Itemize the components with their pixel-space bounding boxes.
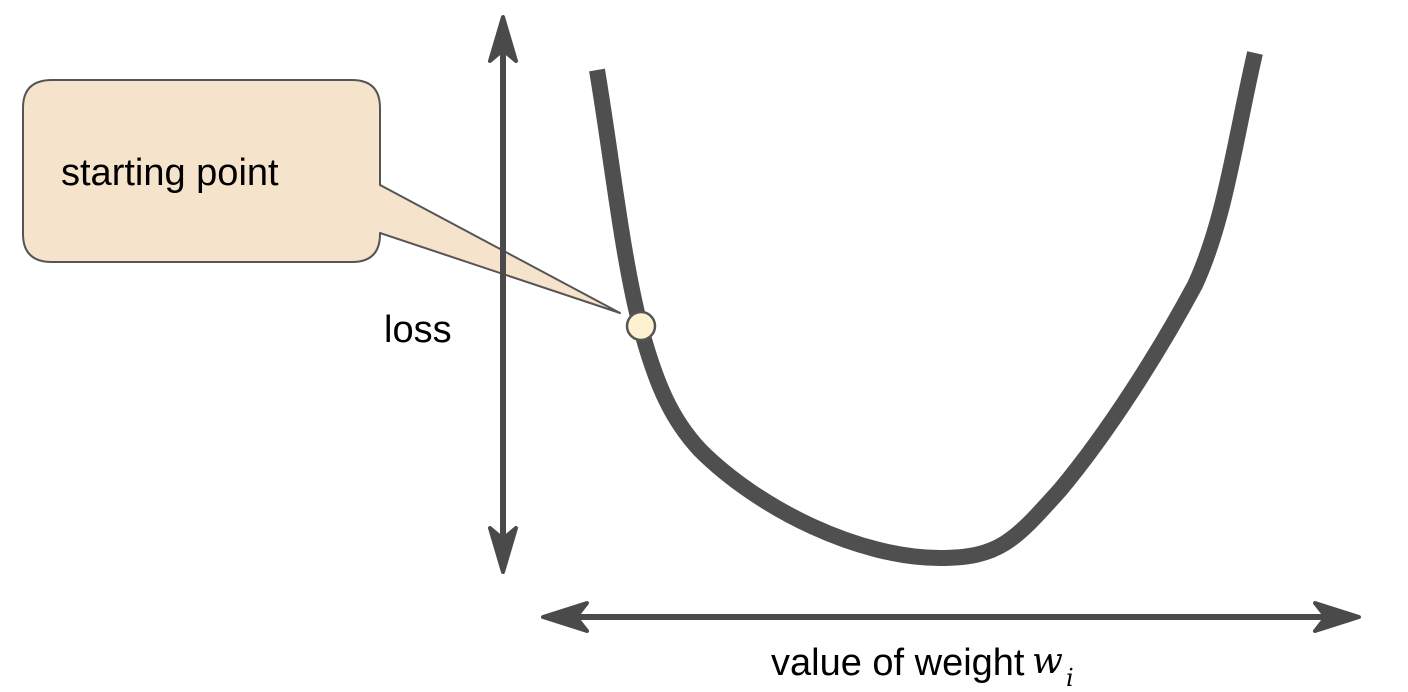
y-axis [488,15,518,574]
x-axis-right-arrowhead-icon [1313,601,1361,633]
x-axis-label: value of weight [771,642,1025,684]
x-axis [541,601,1361,633]
y-axis-top-arrowhead-icon [488,15,518,63]
x-axis-variable-subscript: i [1066,664,1074,692]
y-axis-label: loss [384,309,452,351]
x-axis-left-arrowhead-icon [541,601,589,633]
x-axis-label-text: value of weight [771,642,1025,684]
starting-point-marker [625,310,657,342]
y-axis-bottom-arrowhead-icon [488,526,518,574]
callout-text: starting point [61,152,279,194]
loss-curve [589,51,1263,566]
x-axis-variable: w [1032,641,1063,682]
callout-bubble [22,79,621,314]
